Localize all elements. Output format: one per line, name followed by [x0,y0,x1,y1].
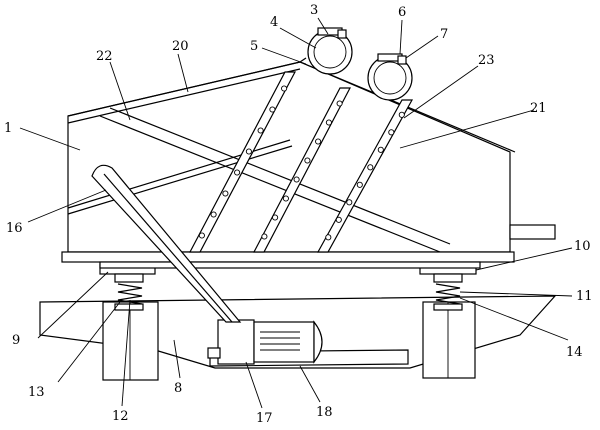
perforation-hole [293,176,300,183]
left-pillar [102,301,159,381]
perforation-hole [198,232,205,239]
perforation-hole [377,146,384,153]
perforation-hole [210,211,217,218]
label-22: 22 [96,49,113,64]
feed-pipe [91,164,242,323]
label-11: 11 [576,289,593,304]
perforation-hole [388,129,395,136]
perforation-hole [325,119,332,126]
motor [207,319,323,365]
perforation-hole [282,195,289,202]
perforation-hole [261,233,268,240]
perforation-hole [315,138,322,145]
label-18: 18 [316,405,333,420]
perforated-strip-2 [253,87,351,253]
perforation-hole [346,199,353,206]
perforation-hole [367,164,374,171]
perforation-hole [336,100,343,107]
right-pillar [422,301,476,379]
vibrator-motor-7 [367,53,413,101]
perforation-holes [198,85,405,241]
label-5: 5 [250,39,258,54]
label-7: 7 [440,27,448,42]
perforation-hole [398,111,405,118]
perforation-hole [356,181,363,188]
label-3: 3 [310,3,318,18]
label-9: 9 [12,333,20,348]
label-17: 17 [256,411,273,426]
perforated-strip-1 [189,71,296,253]
label-12: 12 [112,409,129,424]
perforation-hole [335,216,342,223]
perforation-hole [257,127,264,134]
label-20: 20 [172,39,189,54]
label-21: 21 [530,101,547,116]
label-13: 13 [28,385,45,400]
label-8: 8 [174,381,182,396]
label-23: 23 [478,53,495,68]
perforation-hole [281,85,288,92]
label-16: 16 [6,221,23,236]
perforation-hole [304,157,311,164]
label-4: 4 [270,15,278,30]
perforation-hole [272,214,279,221]
perforated-strip-3 [316,99,414,253]
vibrator-motor-3 [299,27,353,75]
perforation-hole [245,148,252,155]
perforation-hole [269,106,276,113]
perforation-hole [222,190,229,197]
perforation-hole [234,169,241,176]
screen-deck [67,107,451,253]
label-14: 14 [566,345,583,360]
perforation-hole [325,234,332,241]
label-10: 10 [574,239,591,254]
label-1: 1 [4,121,12,136]
leader-lines [19,17,573,409]
label-6: 6 [398,5,406,20]
